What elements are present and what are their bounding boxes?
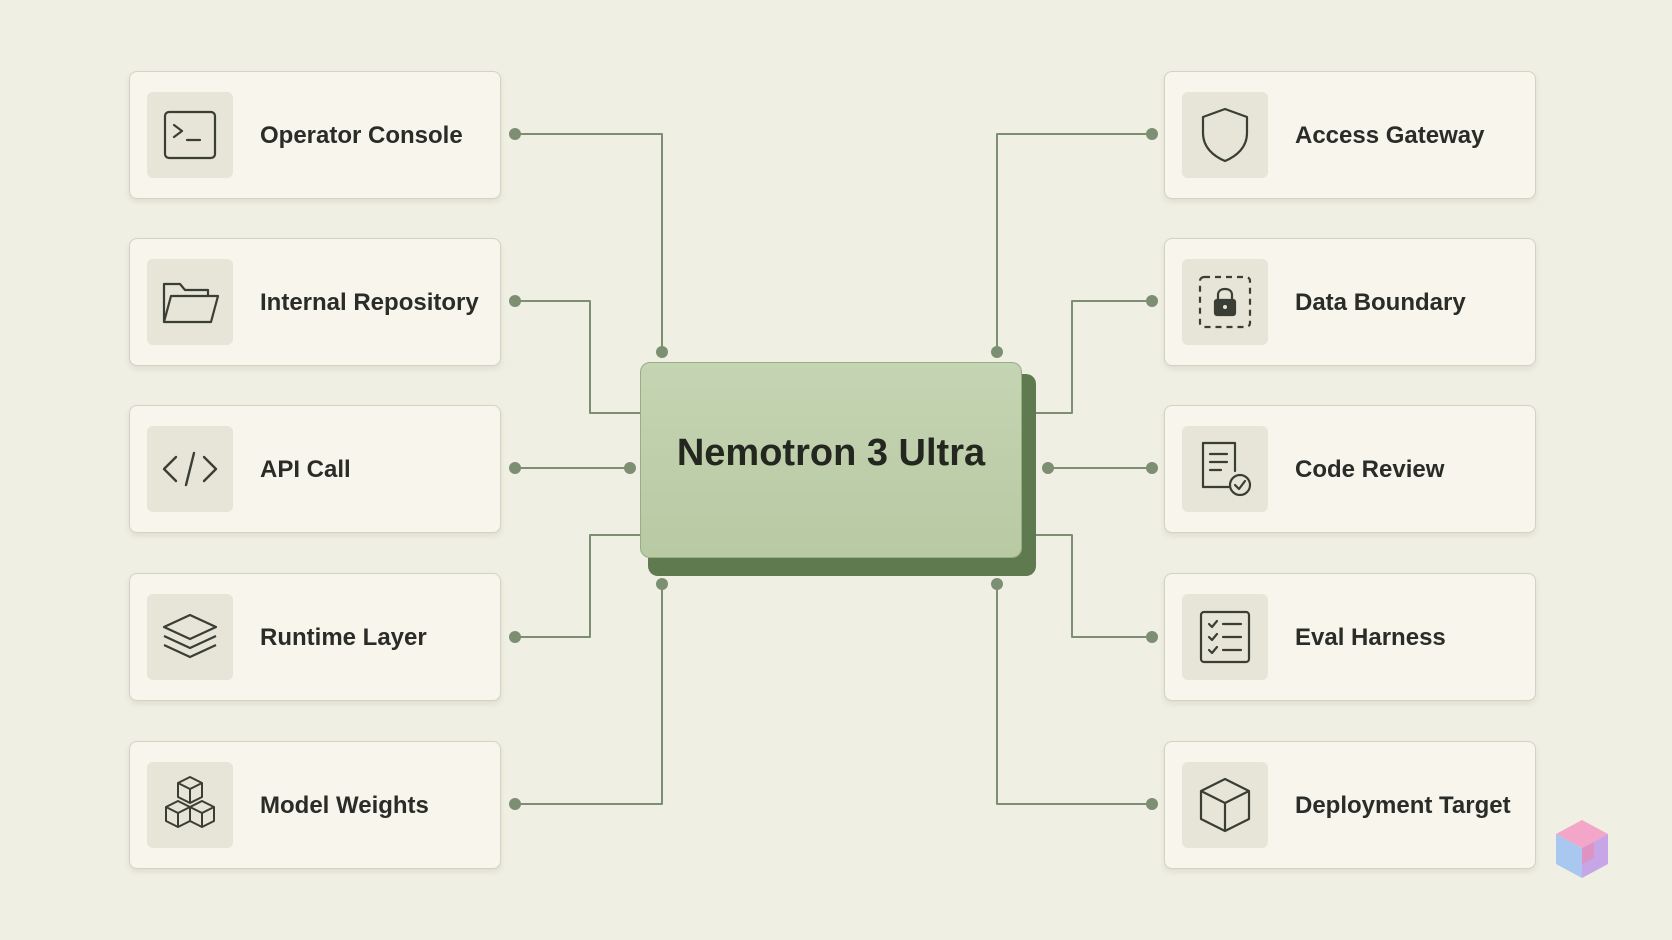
node-internal-repository[interactable]: Internal Repository	[129, 238, 501, 366]
central-hub[interactable]: Nemotron 3 Ultra	[640, 362, 1036, 576]
node-label: API Call	[260, 456, 351, 483]
hub-title: Nemotron 3 Ultra	[676, 431, 986, 474]
node-code-review[interactable]: Code Review	[1164, 405, 1536, 533]
node-data-boundary[interactable]: Data Boundary	[1164, 238, 1536, 366]
connector-data-boundary	[1036, 300, 1152, 414]
connector-dot	[509, 462, 521, 474]
node-label: Deployment Target	[1295, 792, 1511, 819]
lock-boundary-icon	[1182, 259, 1268, 345]
node-runtime-layer[interactable]: Runtime Layer	[129, 573, 501, 701]
node-access-gateway[interactable]: Access Gateway	[1164, 71, 1536, 199]
connector-runtime-layer	[515, 534, 640, 638]
node-api-call[interactable]: API Call	[129, 405, 501, 533]
connector-dot	[1146, 295, 1158, 307]
node-label: Access Gateway	[1295, 122, 1485, 149]
connector-dot	[1146, 128, 1158, 140]
connector-eval-harness	[1036, 534, 1152, 638]
folder-icon	[147, 259, 233, 345]
node-label: Code Review	[1295, 456, 1445, 483]
connector-dot	[509, 128, 521, 140]
cubes-icon	[147, 762, 233, 848]
node-label: Operator Console	[260, 122, 463, 149]
cube-logo-icon	[1556, 820, 1608, 878]
connector-dot	[656, 578, 668, 590]
code-icon	[147, 426, 233, 512]
node-label: Runtime Layer	[260, 624, 427, 651]
connector-dot	[1146, 631, 1158, 643]
connector-operator-console	[515, 133, 663, 352]
node-label: Eval Harness	[1295, 624, 1446, 651]
connector-dot	[991, 346, 1003, 358]
hub-face: Nemotron 3 Ultra	[640, 362, 1022, 558]
connector-dot	[991, 578, 1003, 590]
node-operator-console[interactable]: Operator Console	[129, 71, 501, 199]
connector-dot	[509, 295, 521, 307]
node-deployment-target[interactable]: Deployment Target	[1164, 741, 1536, 869]
connector-dot	[656, 346, 668, 358]
layers-icon	[147, 594, 233, 680]
box-icon	[1182, 762, 1268, 848]
checklist-icon	[1182, 594, 1268, 680]
connector-dot	[509, 631, 521, 643]
connector-dot	[509, 798, 521, 810]
node-label: Model Weights	[260, 792, 429, 819]
node-eval-harness[interactable]: Eval Harness	[1164, 573, 1536, 701]
shield-icon	[1182, 92, 1268, 178]
connector-access-gateway	[996, 133, 1152, 352]
document-check-icon	[1182, 426, 1268, 512]
node-label: Internal Repository	[260, 289, 479, 316]
node-label: Data Boundary	[1295, 289, 1466, 316]
connector-dot	[1042, 462, 1054, 474]
connector-dot	[624, 462, 636, 474]
node-model-weights[interactable]: Model Weights	[129, 741, 501, 869]
connector-model-weights	[515, 584, 663, 805]
connector-internal-repository	[515, 300, 640, 414]
connector-deployment-target	[996, 584, 1152, 805]
connector-dot	[1146, 798, 1158, 810]
connector-dot	[1146, 462, 1158, 474]
terminal-icon	[147, 92, 233, 178]
